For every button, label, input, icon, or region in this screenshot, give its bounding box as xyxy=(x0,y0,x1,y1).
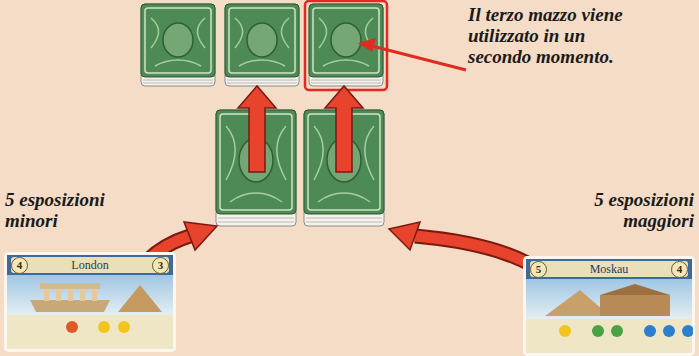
card-number: 4 xyxy=(11,257,28,274)
card-number: 3 xyxy=(152,257,169,274)
callout-note: Il terzo mazzo viene utilizzato in un se… xyxy=(468,4,624,67)
exhibition-card: 4London3 xyxy=(4,252,176,352)
card-number: 4 xyxy=(671,261,688,278)
card-city-name: London xyxy=(30,258,150,272)
exhibition-card: 5Moskau4 xyxy=(523,256,695,356)
group-label: 5 esposizioni maggiori xyxy=(556,189,694,231)
card-city-name: Moskau xyxy=(549,262,669,276)
card-number: 5 xyxy=(530,261,547,278)
group-label: 5 esposizioni minori xyxy=(5,189,145,231)
